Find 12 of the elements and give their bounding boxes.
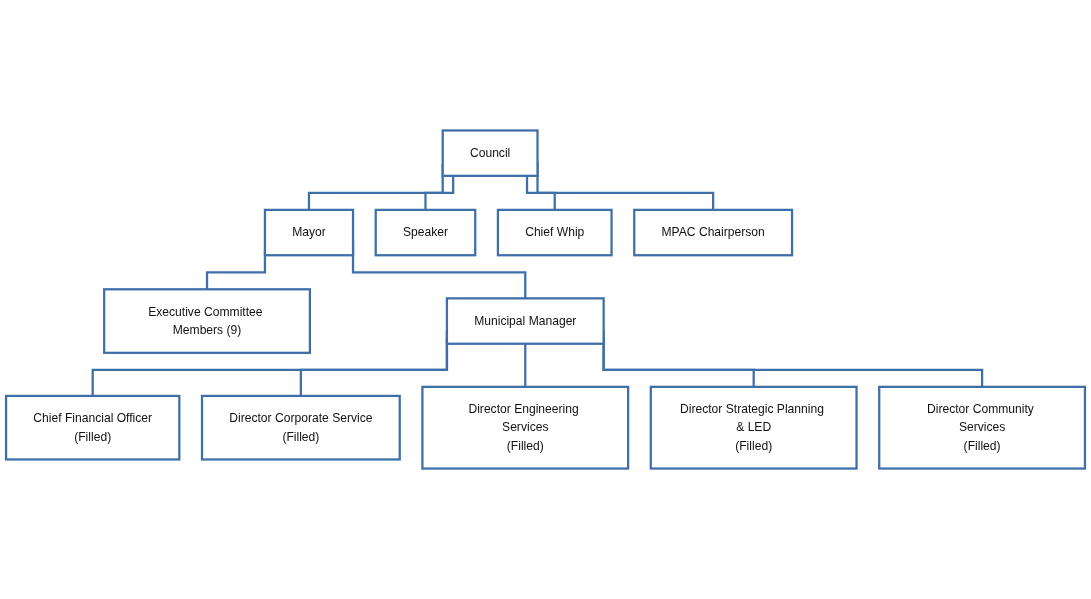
node-box: Municipal Manager xyxy=(445,297,605,345)
node-box: Chief Whip xyxy=(496,208,613,257)
node-box: Mayor xyxy=(263,208,355,257)
node-box: MPAC Chairperson xyxy=(633,208,794,257)
node-box: Chief Financial Officer (Filled) xyxy=(4,394,181,461)
node-box: Executive Committee Members (9) xyxy=(103,288,312,354)
node-box: Director Community Services (Filled) xyxy=(878,385,1087,470)
node-box: Council xyxy=(441,129,539,177)
node-box: Director Engineering Services (Filled) xyxy=(421,385,630,470)
node-box: Director Strategic Planning & LED (Filled) xyxy=(649,385,858,470)
node-box: Speaker xyxy=(374,208,477,257)
node-box: Director Corporate Service (Filled) xyxy=(200,394,401,461)
